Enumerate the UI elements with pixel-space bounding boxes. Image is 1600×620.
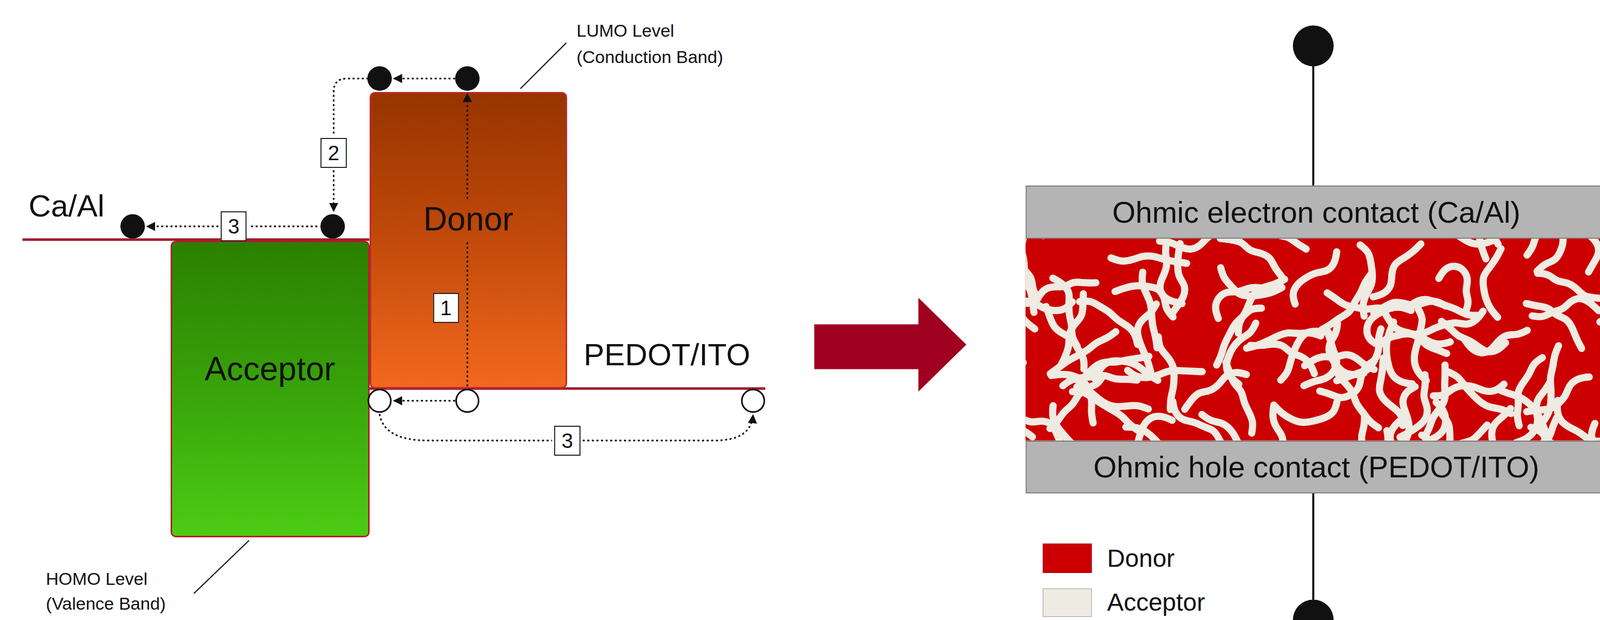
electron-dot [120,214,145,239]
callout-number: 1 [439,295,452,321]
acceptor-domain [1379,358,1403,426]
collection-arrow [379,414,553,441]
level-annotation: LUMO Level (Conduction Band) [576,17,753,71]
label-holder: HOMO Level (Valence Band) [46,567,181,617]
terminal-dot [1292,600,1334,620]
callout-number: 3 [561,428,573,454]
legend-swatch [1042,588,1092,618]
electrode-label: PEDOT/ITO [583,339,751,371]
acceptor-domain [1050,331,1117,374]
hole-dot [741,389,765,413]
collection-arrow [249,225,318,228]
acceptor-domain [1373,244,1421,298]
callout-box: 2 [320,138,347,169]
acceptor-domain [1464,330,1528,353]
callout-box: 1 [432,293,459,324]
acceptor-level-box: Acceptor [170,240,370,538]
acceptor-domain [1172,401,1225,441]
acceptor-domain [1053,278,1078,346]
node-label: Donor [371,201,567,238]
acceptor-domain [1431,238,1496,245]
acceptor-domain [1462,238,1498,245]
acceptor-domain [1170,243,1185,315]
transfer-arrow [333,78,369,136]
acceptor-domain [1361,415,1389,441]
electron-dot [367,66,392,91]
electron-dot [320,214,345,239]
legend-swatch [1042,543,1092,574]
hole-dot [455,389,479,413]
hole-contact: Ohmic hole contact (PEDOT/ITO) [1025,440,1600,495]
legend-entry: Acceptor [1042,588,1250,618]
transfer-arrow [332,170,335,212]
acceptor-domain [1532,298,1599,317]
callout-number: 3 [227,214,240,239]
acceptor-domain [1250,344,1315,374]
collection-arrow [146,225,219,228]
node-label: Ohmic hole contact (PEDOT/ITO) [1026,450,1600,484]
diffusion-arrow [393,77,455,80]
collection-arrow [582,415,754,441]
acceptor-domain [1483,248,1502,318]
leader-line [520,42,567,89]
block-arrow [814,297,967,392]
acceptor-domain [1413,311,1484,335]
acceptor-domain [1336,329,1382,382]
acceptor-domain [1274,402,1338,423]
legend-label: Acceptor [1107,590,1206,616]
acceptor-domain [1281,331,1329,381]
acceptor-domain [1536,238,1563,272]
leader-line [193,540,250,594]
acceptor-domain [1062,375,1138,387]
acceptor-domain [1527,238,1581,256]
callout-number: 2 [327,140,340,166]
label-holder: Ca/Al [28,190,105,222]
terminal-wire [1312,491,1315,604]
acceptor-domain [1537,273,1600,300]
acceptor-domain [1141,272,1157,348]
acceptor-domain [1374,301,1446,314]
acceptor-domain [1125,427,1168,441]
acceptor-domain [1530,427,1588,441]
callout-box: 3 [554,425,581,456]
acceptor-domain [1220,238,1282,277]
hole-dot [368,389,391,413]
acceptor-domain [1025,391,1033,438]
terminal-dot [1292,25,1334,67]
electron-dot [454,66,480,91]
node-label: Ohmic electron contact (Ca/Al) [1026,195,1600,230]
acceptor-domain [1220,267,1283,297]
excitation-arrow [466,94,468,200]
terminal-wire [1312,63,1315,188]
excitation-arrow [466,241,468,387]
acceptor-domain [1399,374,1428,438]
acceptor-domain [1226,323,1256,385]
blend-region [1025,238,1600,441]
blend-pattern [1025,238,1600,441]
electrode-label: Ca/Al [28,190,105,222]
node-label: Acceptor [172,351,369,388]
acceptor-domain [1360,245,1373,317]
legend-entry: Donor [1042,543,1250,574]
label-holder: PEDOT/ITO [583,339,751,371]
acceptor-domain [1591,423,1600,441]
donor-level-box: Donor [369,92,568,389]
acceptor-domain [1414,309,1427,381]
acceptor-domain [1127,370,1202,378]
acceptor-domain [1184,372,1247,410]
label-holder: LUMO Level (Conduction Band) [576,17,753,71]
electron-contact: Ohmic electron contact (Ca/Al) [1025,185,1600,239]
acceptor-domain [1473,408,1511,441]
diffusion-arrow [393,400,455,402]
level-annotation: HOMO Level (Valence Band) [46,567,181,617]
callout-box: 3 [220,211,247,242]
acceptor-domain [1025,301,1073,311]
legend-label: Donor [1107,546,1176,572]
